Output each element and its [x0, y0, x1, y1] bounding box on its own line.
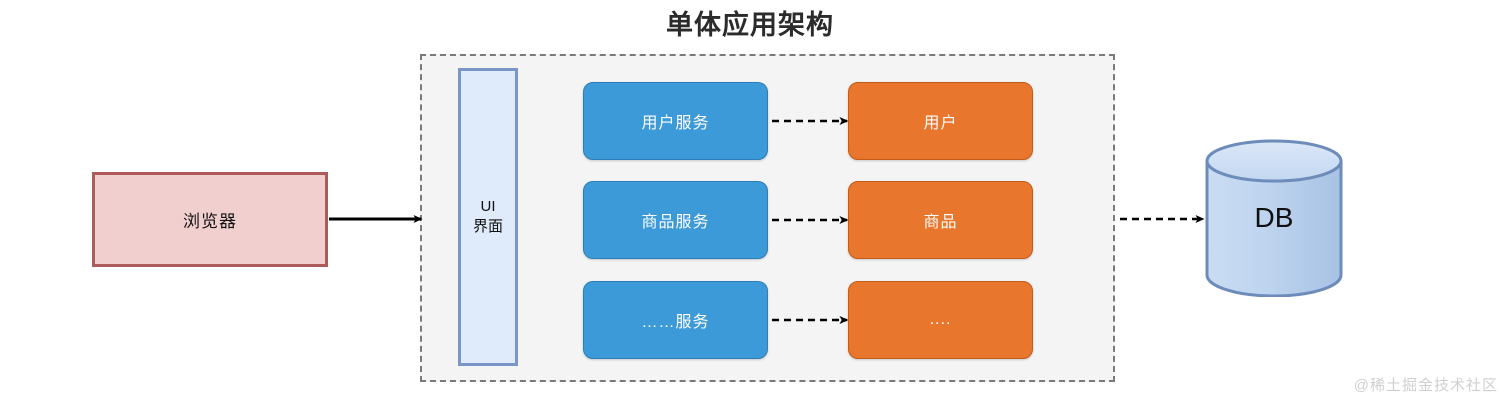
service-box-product-label: 商品服务	[641, 214, 710, 231]
watermark: @稀土掘金技术社区	[1353, 377, 1498, 394]
database-cylinder: DB	[1204, 139, 1344, 298]
page-title: 单体应用架构	[0, 8, 1512, 42]
browser-node-label: 浏览器	[183, 212, 237, 231]
service-box-user: 用户服务	[583, 82, 768, 160]
ui-panel: UI 界面	[458, 68, 518, 366]
browser-node: 浏览器	[92, 172, 328, 267]
database-cylinder-icon	[1205, 139, 1343, 298]
page-title-text: 单体应用架构	[666, 10, 834, 40]
entity-box-user: 用户	[848, 82, 1033, 160]
entity-box-other-label: ....	[929, 311, 952, 328]
entity-box-product: 商品	[848, 181, 1033, 259]
service-box-other-label: ……服务	[641, 314, 710, 331]
entity-box-product-label: 商品	[923, 214, 958, 231]
ui-panel-label-line1: UI	[480, 198, 496, 215]
entity-box-other: ....	[848, 281, 1033, 359]
entity-box-user-label: 用户	[923, 115, 958, 132]
ui-panel-label-line2: 界面	[472, 218, 503, 235]
service-box-other: ……服务	[583, 281, 768, 359]
service-box-product: 商品服务	[583, 181, 768, 259]
service-box-user-label: 用户服务	[641, 115, 710, 132]
